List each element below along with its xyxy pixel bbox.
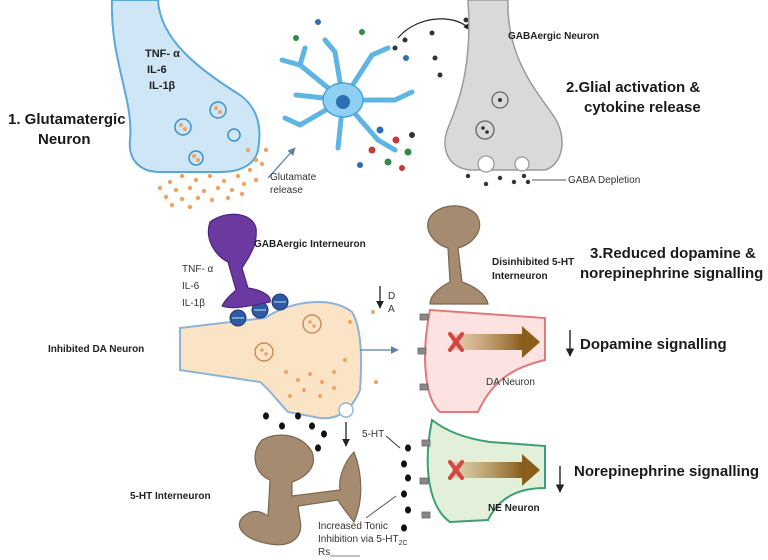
cytokine-il1b-top: IL-1β — [149, 80, 176, 92]
dopamine-signalling-label: Dopamine signalling — [580, 336, 727, 353]
tonic-inhibition-line2: Inhibition via 5-HT2C — [318, 534, 408, 547]
norepinephrine-signalling-label: Norepinephrine signalling — [574, 463, 760, 480]
disinhibited-label-line2: Interneuron — [492, 271, 548, 282]
step1-label-line1: 1. Glutamatergic — [8, 111, 126, 128]
step2-label-line1: 2.Glial activation & — [566, 79, 701, 96]
5ht-interneuron — [238, 434, 362, 546]
step3-label-line2: norepinephrine signalling — [580, 265, 764, 282]
cytokine-tnf-mid: TNF- α — [182, 264, 214, 275]
step1-label-line2: Neuron — [38, 131, 91, 148]
dopamine-block-x — [448, 332, 464, 352]
released-glutamate-dots — [157, 147, 269, 210]
step3-label-line1: 3.Reduced dopamine & — [590, 245, 756, 262]
ne-neuron-label: NE Neuron — [488, 503, 540, 514]
norepinephrine-block-x — [448, 460, 464, 480]
cytokine-il1b-mid: IL-1β — [182, 298, 205, 309]
serotonin-dots — [401, 444, 411, 532]
5ht-interneuron-label: 5-HT Interneuron — [130, 491, 211, 502]
serotonin-label: 5-HT — [362, 429, 385, 440]
da-neuron-label: DA Neuron — [486, 377, 535, 388]
glutamate-vesicles — [174, 101, 241, 166]
tonic-inhibition-line3: Rs — [318, 547, 331, 558]
disinhibited-5ht-interneuron — [427, 205, 489, 305]
cytokine-il6-top: IL-6 — [147, 64, 167, 76]
glutamate-release-line2: release — [270, 185, 303, 196]
da-text-a: A — [388, 304, 395, 315]
glutamate-release-arrow — [267, 147, 296, 179]
gaba-interneuron-label: GABAergic Interneuron — [254, 239, 366, 250]
tonic-inhibition-line1: Increased Tonic — [318, 521, 388, 532]
gaba-depletion-label: GABA Depletion — [568, 175, 641, 186]
cytokine-curved-arrow — [397, 18, 471, 39]
cytokine-tnf-top: TNF- α — [145, 48, 180, 60]
da-text-d: D — [388, 291, 396, 302]
disinhibited-label-line1: Disinhibited 5-HT — [492, 257, 575, 268]
inhibited-da-label: Inhibited DA Neuron — [48, 344, 145, 355]
gabaergic-neuron — [444, 0, 563, 171]
cytokine-il6-mid: IL-6 — [182, 281, 200, 292]
gabaergic-interneuron — [207, 213, 271, 309]
da-dots — [284, 310, 378, 398]
da-neuron — [424, 308, 547, 413]
step2-label-line2: cytokine release — [584, 99, 701, 116]
glutamatergic-neuron — [110, 0, 261, 173]
cytokine-dots — [293, 19, 415, 171]
gaba-receptors — [229, 293, 289, 327]
gaba-neuron-label: GABAergic Neuron — [508, 31, 600, 42]
inhibited-da-neuron — [179, 301, 363, 420]
glutamate-release-line1: Glutamate — [270, 172, 317, 183]
